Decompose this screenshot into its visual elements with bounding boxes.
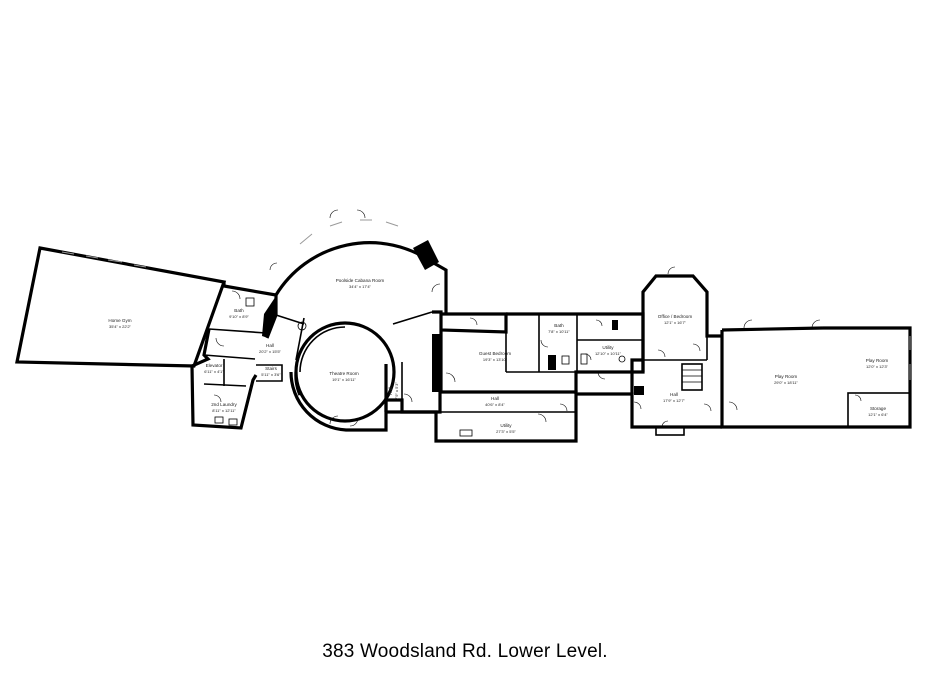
label-hall-left: Hall (266, 343, 274, 348)
label-stairs-left: Stairs (265, 366, 277, 371)
dim-play-room-main: 29'0" x 18'11" (774, 380, 798, 385)
left-service-walls (190, 282, 283, 430)
dim-utility-mid: 12'10" x 10'11" (595, 351, 622, 356)
plan-caption: 383 Woodsland Rd. Lower Level. (322, 641, 608, 662)
label-hall-small: Hall (388, 387, 393, 395)
dim-hall-small: 7'9" x 5'3" (394, 382, 399, 400)
label-play-room-main: Play Room (775, 374, 798, 379)
room-labels: Home Gym 35'4" x 22'2" Bath 9'10" x 8'9"… (108, 278, 888, 434)
label-laundry: 2nd Laundry (211, 402, 237, 407)
dim-play-room-side: 12'0" x 12'3" (866, 364, 889, 369)
dim-theatre: 19'1" x 16'11" (332, 377, 356, 382)
label-elevator: Elevator (206, 363, 223, 368)
label-home-gym: Home Gym (108, 318, 131, 323)
label-bath-left: Bath (234, 308, 244, 313)
label-hall-long: Hall (491, 396, 499, 401)
dim-home-gym: 35'4" x 22'2" (109, 324, 132, 329)
dim-hall-left: 20'2" x 15'5" (259, 349, 282, 354)
dim-bath-mid: 7'8" x 10'11" (548, 329, 570, 334)
dim-bath-left: 9'10" x 8'9" (229, 314, 249, 319)
label-hall-right: Hall (670, 392, 678, 397)
bottom-walls (386, 392, 722, 443)
label-storage: Storage (870, 406, 887, 411)
dim-storage: 12'1" x 6'4" (868, 412, 888, 417)
cabana-walls (269, 209, 448, 331)
label-cabana: Poolside Cabana Room (336, 278, 385, 283)
label-bath-mid: Bath (554, 323, 564, 328)
dim-hall-right: 17'9" x 12'7" (663, 398, 686, 403)
dim-hall-long: 40'6" x 8'4" (485, 402, 505, 407)
play-room-walls (721, 319, 911, 428)
dim-stairs-left: 5'11" x 3'6" (261, 372, 281, 377)
label-utility-mid: Utility (602, 345, 614, 350)
label-theatre: Theatre Room (329, 371, 359, 376)
right-hall-walls (630, 326, 912, 436)
dim-guest-bedroom: 19'3" x 13'10" (483, 357, 508, 362)
office-walls (641, 266, 722, 372)
dim-utility-bottom: 27'3" x 5'5" (496, 429, 516, 434)
label-play-room-side: Play Room (866, 358, 889, 363)
label-office: Office / Bedroom (658, 314, 693, 319)
dim-elevator: 6'11" x 4'1" (204, 369, 224, 374)
label-utility-bottom: Utility (500, 423, 512, 428)
dim-cabana: 34'4" x 17'4" (349, 284, 372, 289)
label-guest-bedroom: Guest Bedroom (479, 351, 511, 356)
dim-office: 12'1" x 16'7" (664, 320, 687, 325)
theatre-walls (289, 317, 396, 432)
dim-laundry: 8'11" x 12'11" (212, 408, 236, 413)
home-gym-walls (15, 246, 227, 368)
